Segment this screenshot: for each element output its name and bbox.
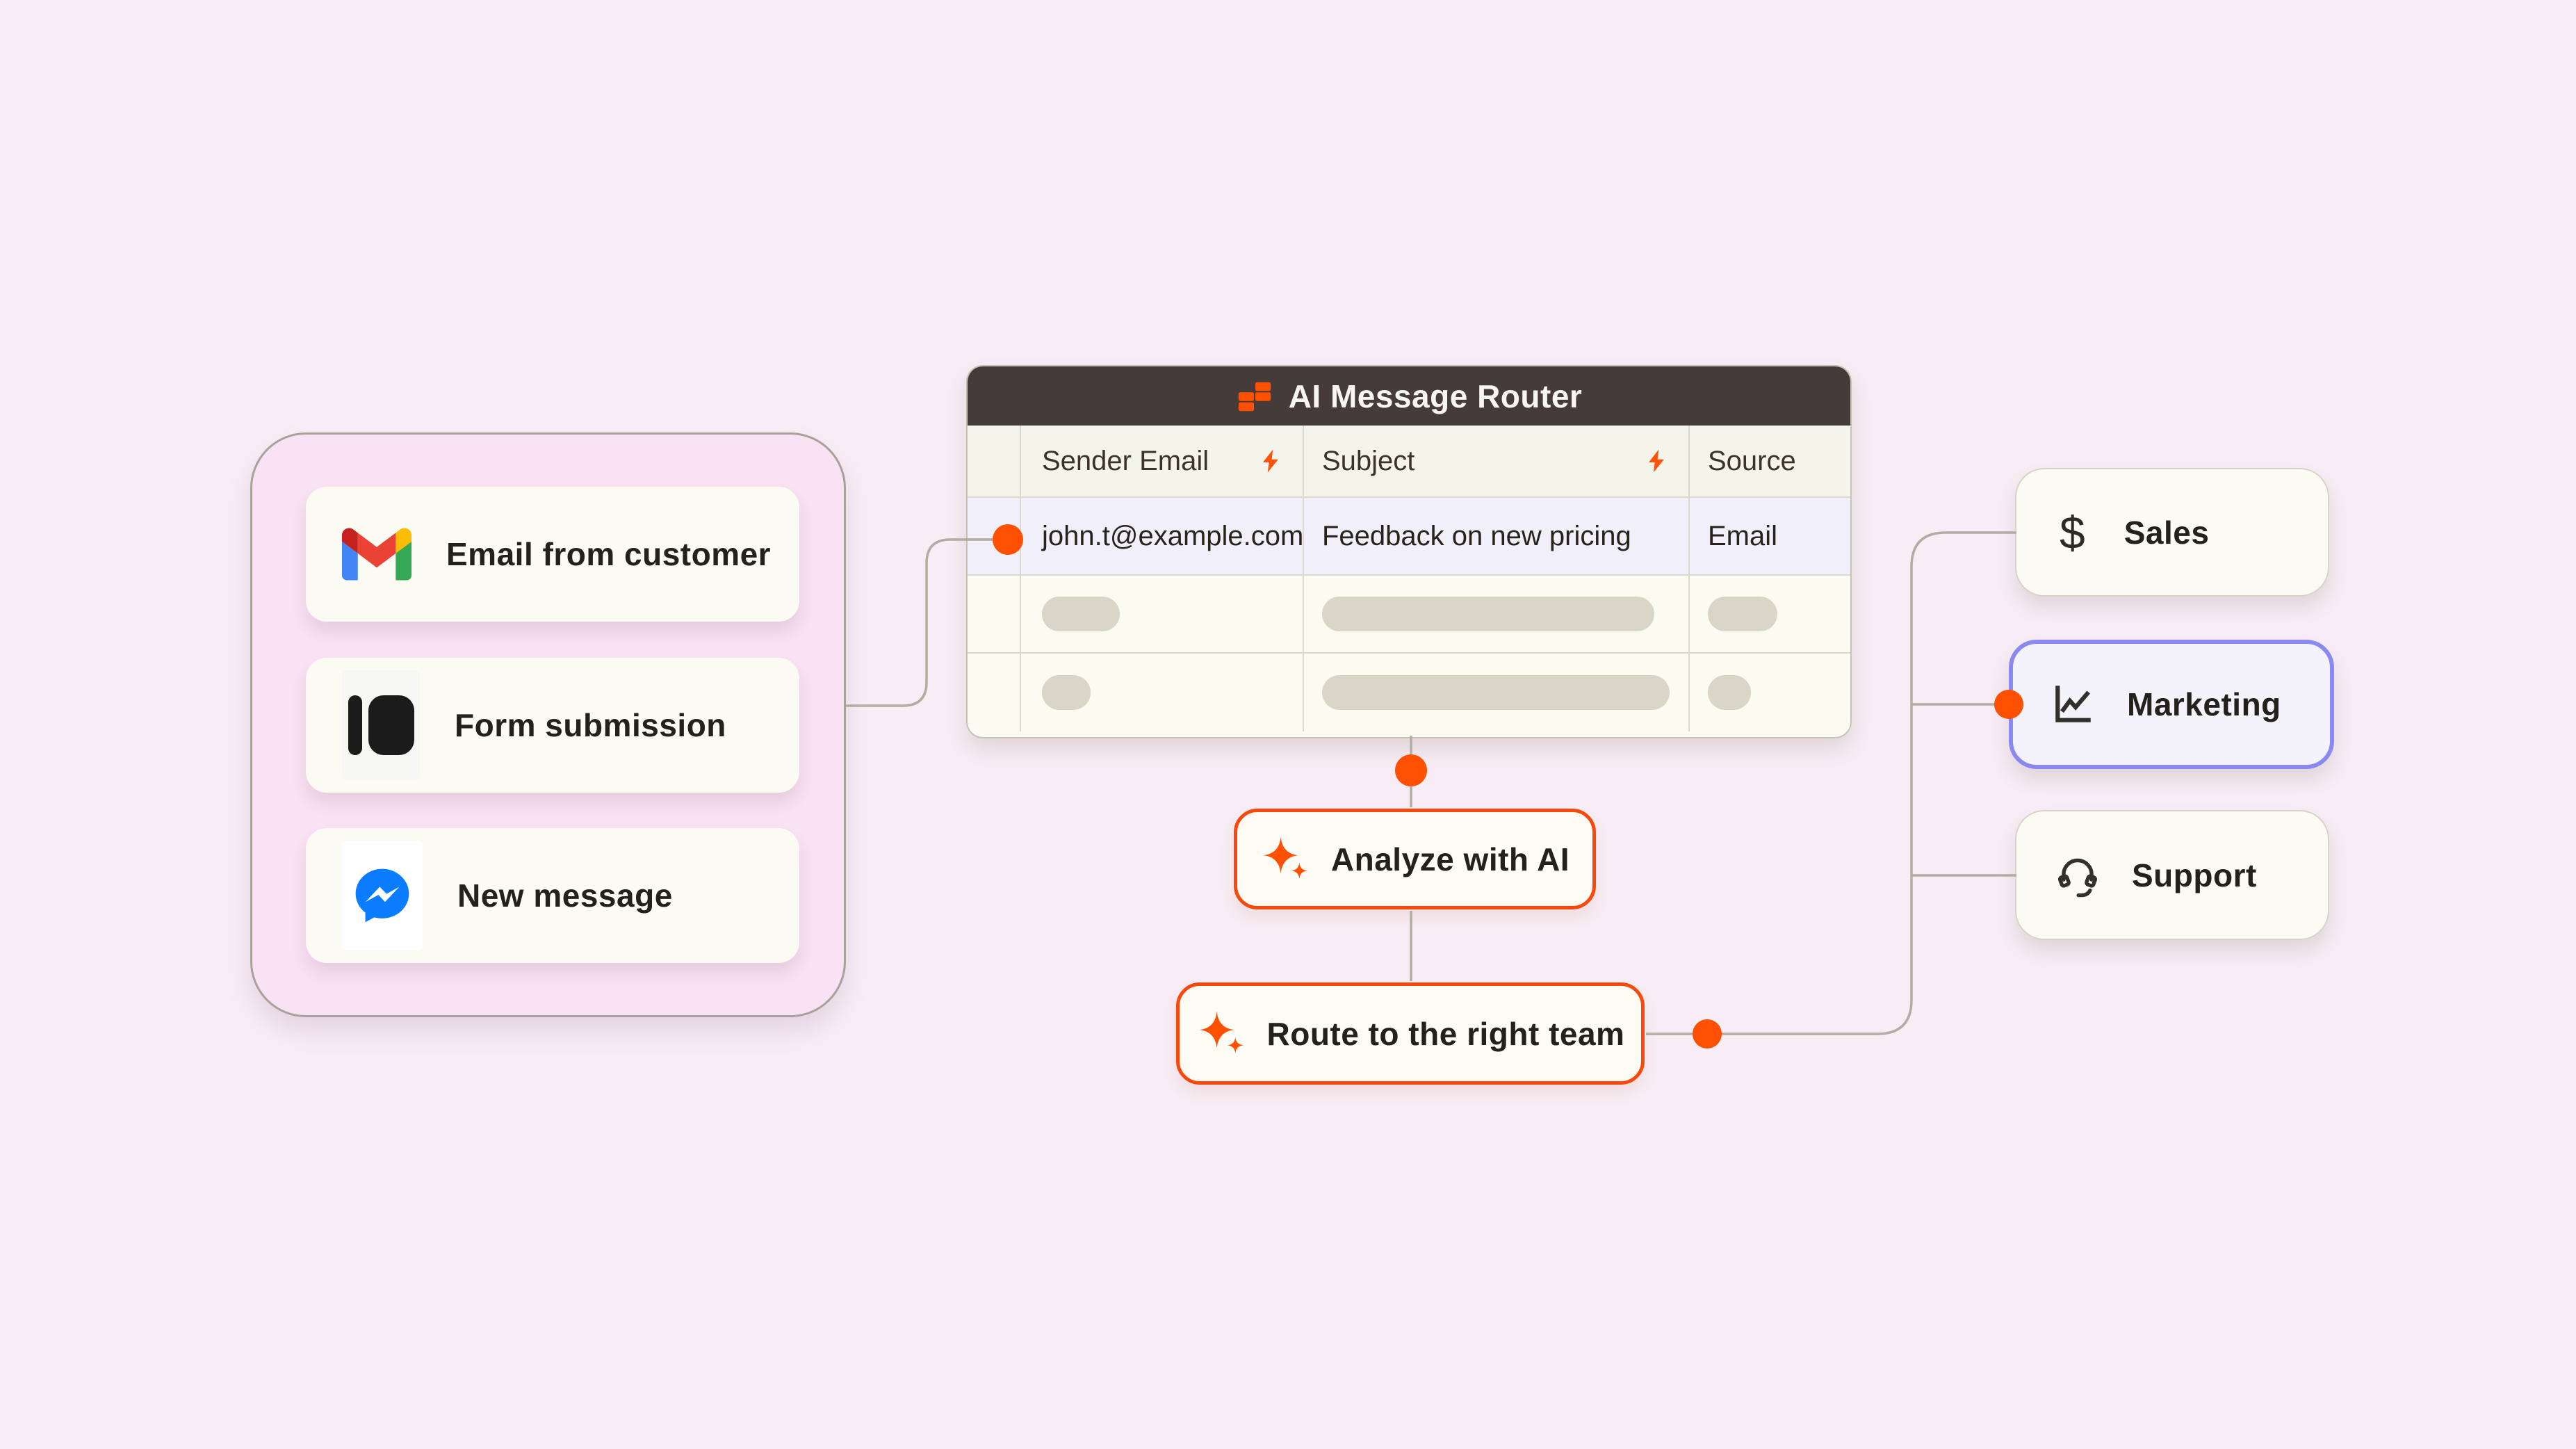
source-card-form[interactable]: Form submission [306,658,799,793]
column-header-subject[interactable]: Subject [1303,426,1688,498]
step-label: Route to the right team [1266,1015,1625,1052]
row-handle-cell [968,576,1020,654]
dollar-icon: $ [2060,506,2085,558]
typeform-icon [342,670,420,780]
team-card-marketing-selected[interactable]: Marketing [2009,640,2334,769]
table-grid: Sender Email Subject Source john.t@examp… [968,426,1850,731]
gmail-icon [342,528,411,581]
team-label: Sales [2123,514,2210,551]
table-header: AI Message Router [968,366,1850,426]
team-card-sales[interactable]: $ Sales [2015,468,2329,597]
table-title: AI Message Router [1288,378,1583,414]
ai-bolt-icon [1262,449,1278,473]
cell-source[interactable]: Email [1688,498,1850,576]
source-card-email[interactable]: Email from customer [306,487,799,622]
placeholder-cell [1688,654,1850,731]
placeholder-cell [1020,576,1303,654]
placeholder-cell [1303,654,1688,731]
analyze-with-ai-button[interactable]: Analyze with AI [1234,809,1596,909]
column-header-sender[interactable]: Sender Email [1020,426,1303,498]
message-sources-panel: Email from customer Form submission New … [250,432,846,1017]
sparkle-icon [1263,836,1307,879]
source-card-label: Email from customer [446,536,772,572]
column-label: Source [1708,445,1796,476]
placeholder-cell [1020,654,1303,731]
source-card-label: New message [457,877,673,914]
ai-message-router-table: AI Message Router Sender Email Subject S… [966,365,1852,738]
node-dot-analyze [1395,754,1427,786]
tables-icon [1238,382,1271,411]
source-card-message[interactable]: New message [306,828,799,963]
row-handle-cell [968,498,1020,576]
source-card-label: Form submission [455,707,726,743]
column-label: Sender Email [1042,445,1209,476]
cell-sender[interactable]: john.t@example.com [1020,498,1303,576]
row-handle-header-cell [968,426,1020,498]
column-header-source[interactable]: Source [1688,426,1850,498]
headset-icon [2057,858,2098,897]
team-card-support[interactable]: Support [2015,810,2329,940]
team-label: Marketing [2127,686,2281,722]
team-label: Support [2132,857,2257,893]
placeholder-cell [1303,576,1688,654]
node-dot-route [1693,1019,1722,1049]
row-handle-cell [968,654,1020,731]
step-label: Analyze with AI [1330,841,1570,877]
sparkle-icon [1198,1010,1244,1053]
cell-subject[interactable]: Feedback on new pricing [1303,498,1688,576]
ai-bolt-icon [1648,449,1664,473]
route-to-team-button[interactable]: Route to the right team [1176,982,1645,1085]
column-label: Subject [1322,445,1415,476]
messenger-icon [342,841,423,950]
placeholder-cell [1688,576,1850,654]
chart-icon [2055,686,2091,722]
